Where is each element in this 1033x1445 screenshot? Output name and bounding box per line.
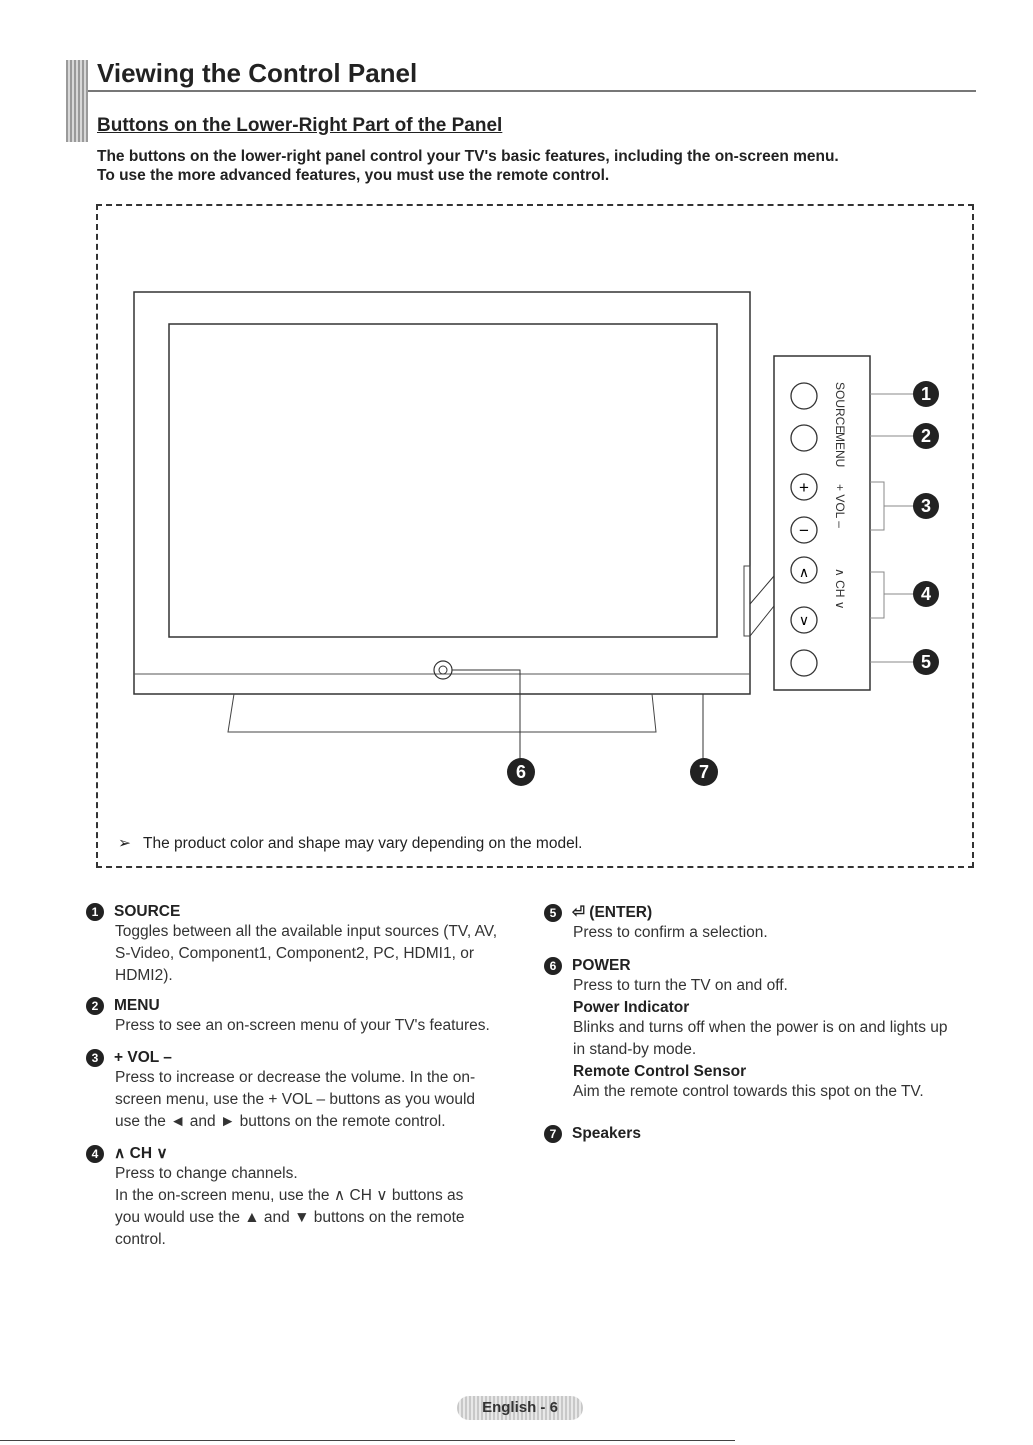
item-body-line: Press to change channels. [115, 1165, 298, 1182]
item-title: POWER [572, 957, 631, 974]
intro-line-2: To use the more advanced features, you m… [97, 167, 610, 184]
ch-up-button-icon [790, 556, 818, 584]
tv-stand [227, 693, 657, 733]
svg-text:+: + [799, 478, 809, 497]
vol-down-button-icon [790, 516, 818, 544]
callout-1-icon [913, 381, 939, 407]
menu-button-icon [790, 424, 818, 452]
item-body-line: you would use the ▲ and ▼ buttons on the… [115, 1209, 465, 1226]
number-6-icon: 6 [544, 957, 562, 975]
item-vol: 3 + VOL – Press to increase or decrease t… [86, 1049, 475, 1133]
item-body-line: In the on-screen menu, use the ∧ CH ∨ bu… [115, 1187, 464, 1204]
item-ch: 4 ∧ CH ∨ Press to change channels. In the… [86, 1144, 465, 1251]
callout-7-icon [690, 758, 718, 786]
panel-buttons: + − ∧ ∨ [790, 382, 818, 677]
item-body-line: Press to increase or decrease the volume… [115, 1069, 476, 1087]
arrow-right-icon: ➢ [118, 835, 131, 852]
callout-2: 2 [921, 426, 931, 446]
svg-text:∨: ∨ [799, 612, 809, 628]
callout-5-icon [913, 649, 939, 675]
enter-button-icon [790, 649, 818, 677]
enter-icon: ⏎ [572, 904, 590, 921]
number-2-icon: 2 [86, 997, 104, 1015]
callout-7: 7 [699, 762, 709, 782]
callout-4: 4 [921, 584, 931, 604]
panel-label-source: SOURCE [833, 382, 847, 433]
svg-text:∧: ∧ [799, 564, 809, 580]
power-indicator-title: Power Indicator [573, 999, 690, 1017]
item-title: MENU [114, 997, 160, 1014]
item-body-line: control. [115, 1231, 166, 1248]
source-button-icon [790, 382, 818, 410]
section-marker [66, 60, 88, 142]
power-button-icon [433, 660, 453, 680]
title-divider [88, 90, 976, 92]
number-3-icon: 3 [86, 1049, 104, 1067]
page-number-badge: English - 6 [457, 1396, 583, 1420]
item-body-line: Press to confirm a selection. [573, 924, 768, 941]
page-title: Viewing the Control Panel [97, 58, 418, 88]
item-body-line: in stand-by mode. [573, 1041, 697, 1059]
figure-frame [96, 204, 974, 868]
control-panel [773, 355, 871, 691]
figure-note-text: The product color and shape may vary dep… [143, 835, 583, 852]
tv-screen [168, 323, 718, 638]
item-source: 1 SOURCE Toggles between all the availabl… [86, 903, 497, 987]
vol-up-button-icon [790, 473, 818, 501]
item-body-line: Blinks and turns off when the power is o… [573, 1019, 948, 1037]
callout-1: 1 [921, 384, 931, 404]
callout-3: 3 [921, 496, 931, 516]
panel-label-ch: ∧ CH ∨ [833, 568, 847, 610]
callout-5: 5 [921, 652, 931, 672]
item-enter: 5 ⏎ (ENTER) Press to confirm a selection. [544, 903, 768, 944]
item-body-line: HDMI2). [115, 967, 173, 985]
item-body-line: screen menu, use the + VOL – buttons as … [115, 1091, 476, 1109]
callout-6: 6 [516, 762, 526, 782]
svg-text:−: − [799, 521, 809, 540]
item-body-line: Aim the remote control towards this spot… [573, 1083, 924, 1101]
number-5-icon: 5 [544, 903, 562, 922]
item-body-line: S-Video, Component1, Component2, PC, HDM… [115, 945, 474, 963]
panel-label-menu: MENU [833, 432, 847, 467]
item-body-line: use the ◄ and ► buttons on the remote co… [115, 1113, 446, 1131]
item-title: + VOL – [114, 1049, 172, 1066]
tv-bezel [133, 291, 751, 695]
callout-4-icon [913, 581, 939, 607]
item-title: ∧ CH ∨ [114, 1145, 168, 1162]
item-body-line: Press to see an on-screen menu of your T… [115, 1017, 490, 1035]
ch-down-button-icon [790, 606, 818, 634]
item-body-line: Press to turn the TV on and off. [573, 977, 788, 995]
bottom-divider [0, 1440, 735, 1441]
callout-2-icon [913, 423, 939, 449]
callout-6-icon [507, 758, 535, 786]
panel-label-vol: + VOL – [833, 484, 847, 528]
number-1-icon: 1 [86, 903, 104, 921]
tv-diagram: + − ∧ ∨ SOURCE MENU + VOL – ∧ CH ∨ 1 2 3… [133, 291, 939, 786]
item-menu: 2 MENU Press to see an on-screen menu of … [86, 997, 490, 1037]
item-title: Speakers [572, 1125, 641, 1142]
remote-sensor-title: Remote Control Sensor [573, 1063, 747, 1081]
item-body-line: Toggles between all the available input … [115, 923, 498, 941]
callout-3-icon [913, 493, 939, 519]
item-title: (ENTER) [589, 904, 653, 921]
section-title: Buttons on the Lower-Right Part of the P… [97, 115, 503, 136]
intro-text: The buttons on the lower-right panel con… [97, 147, 839, 185]
item-title: SOURCE [114, 903, 181, 920]
figure-note: ➢ The product color and shape may vary de… [118, 834, 582, 853]
item-speakers: 7 Speakers [544, 1125, 641, 1143]
number-7-icon: 7 [544, 1125, 562, 1143]
intro-line-1: The buttons on the lower-right panel con… [97, 148, 839, 165]
number-4-icon: 4 [86, 1144, 104, 1163]
side-bar [743, 565, 751, 637]
